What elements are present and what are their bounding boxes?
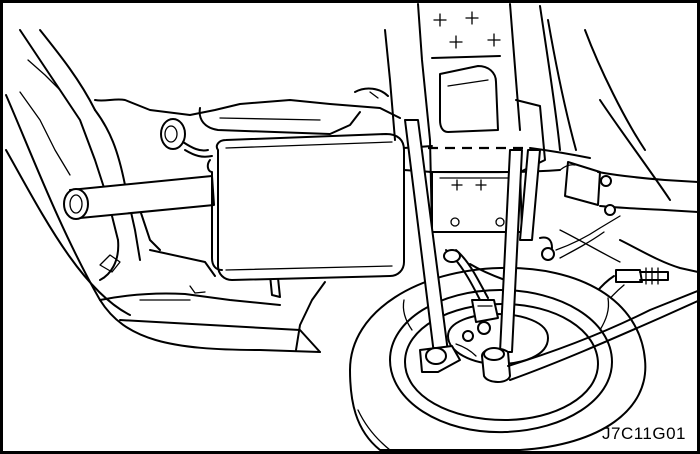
exhaust-pipe — [429, 147, 699, 216]
tail-pipe — [63, 175, 215, 220]
figure-code: J7C11G01 — [601, 424, 686, 443]
exhaust-hanger — [160, 118, 213, 158]
crossmember-bracket — [384, 3, 671, 233]
muffler — [206, 133, 433, 281]
suspension-linkage — [443, 249, 506, 335]
floor-edge-right — [619, 239, 699, 273]
brake-line — [559, 229, 621, 263]
jack-stand — [404, 119, 700, 383]
